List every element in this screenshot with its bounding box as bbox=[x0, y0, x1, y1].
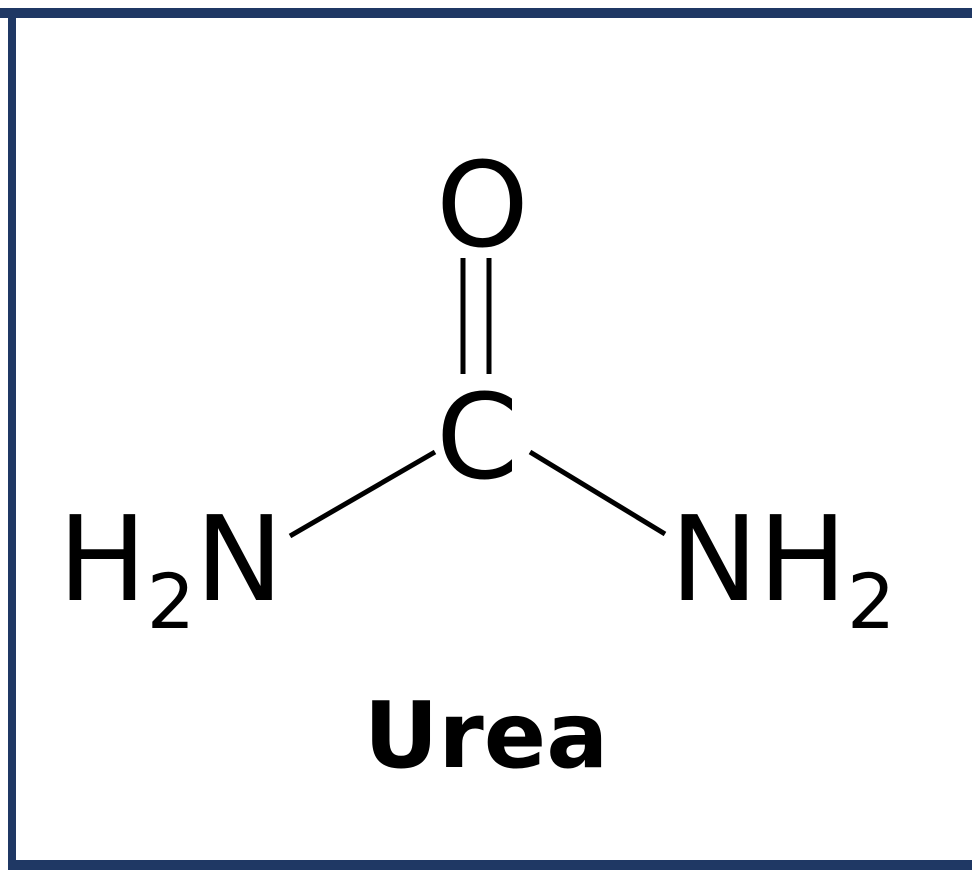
frame-border-left bbox=[8, 8, 16, 870]
atom-left-amine: H2N bbox=[58, 500, 283, 640]
right-amine-subscript: 2 bbox=[847, 557, 896, 646]
atom-right-amine: NH2 bbox=[670, 500, 895, 640]
atom-oxygen: O bbox=[436, 136, 529, 274]
atom-carbon: C bbox=[436, 368, 519, 506]
frame-border-bottom bbox=[8, 860, 972, 870]
frame-border-top bbox=[0, 8, 972, 18]
left-amine-n: N bbox=[195, 490, 284, 628]
single-bond-left bbox=[288, 449, 437, 539]
left-amine-subscript: 2 bbox=[146, 557, 196, 646]
molecule-name: Urea bbox=[363, 682, 609, 789]
left-amine-h: H bbox=[58, 490, 147, 628]
right-amine-nh: NH bbox=[670, 490, 847, 628]
single-bond-right bbox=[528, 449, 667, 537]
